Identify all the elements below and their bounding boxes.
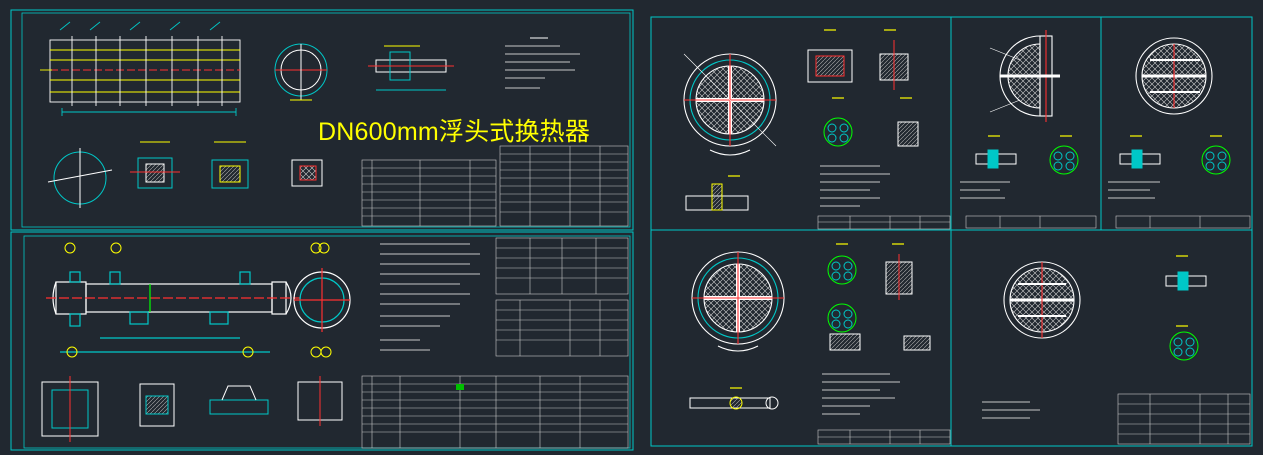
tube-sheet-plan-4 [691, 251, 785, 352]
right-sheet1-title-block [817, 215, 951, 230]
drawing-title: DN600mm浮头式换热器 [318, 118, 591, 146]
tube-bundle-elevation [40, 21, 241, 116]
right-sheet2-details [960, 145, 1097, 229]
sheet-right-frames [650, 16, 1253, 447]
right-sheet5-details [982, 271, 1207, 419]
technical-notes-2 [380, 243, 480, 351]
flange-side-view [368, 45, 454, 91]
tube-sheet-plan-3 [1135, 37, 1213, 115]
right-sheet1-notes [820, 165, 890, 207]
right-sheet4-details [689, 254, 931, 410]
parts-list-sheet2 [361, 375, 629, 449]
parts-list-sheet1 [361, 145, 629, 227]
sheet-assembly-bottom-left [10, 231, 634, 451]
tube-sheet-segment-2 [989, 30, 1060, 122]
nozzle-details [41, 376, 343, 442]
nozzle-callout-balloons [64, 242, 332, 358]
right-sheet4-notes [822, 373, 900, 415]
shell-end-view [293, 268, 351, 332]
main-title-block [1117, 393, 1251, 445]
design-data-table [495, 237, 629, 357]
right-sheet1-details [685, 40, 919, 211]
tube-sheet-plan-5 [1003, 261, 1081, 339]
sheet-assembly-top-left [10, 9, 634, 231]
right-sheet3-details [1108, 145, 1251, 229]
technical-notes-1 [505, 37, 580, 89]
heat-exchanger-elevation [46, 271, 300, 353]
tube-sheet-plan-1 [683, 53, 777, 156]
baffle-plate-view [274, 43, 328, 101]
section-markers [728, 29, 1222, 389]
sheet1-detail-views [47, 141, 323, 208]
right-sheet4-title-block [817, 429, 951, 445]
